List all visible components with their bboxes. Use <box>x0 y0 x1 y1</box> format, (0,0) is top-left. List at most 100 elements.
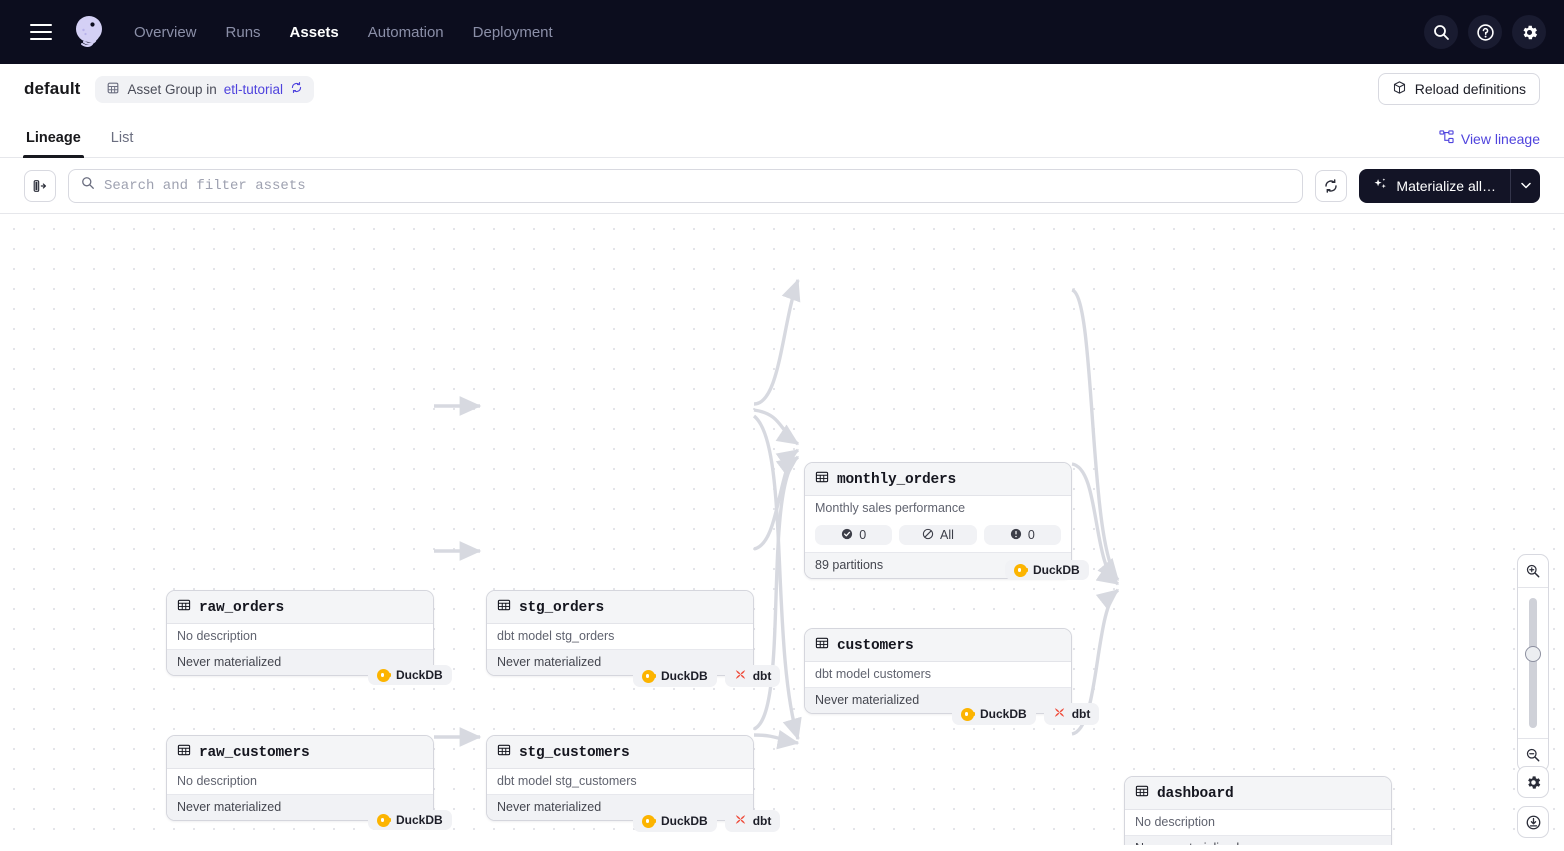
duckdb-icon <box>961 707 975 721</box>
partition-chip-materialized[interactable]: 0 <box>815 525 893 545</box>
dagster-logo[interactable] <box>70 13 108 51</box>
asset-node-customers[interactable]: customers dbt model customers Never mate… <box>804 628 1072 714</box>
tag-duckdb[interactable]: DuckDB <box>1005 560 1089 580</box>
tag-duckdb[interactable]: DuckDB <box>368 665 452 685</box>
lineage-graph-icon <box>1439 130 1454 147</box>
tag-duckdb[interactable]: DuckDB <box>952 703 1036 725</box>
asset-group-badge[interactable]: Asset Group in etl-tutorial <box>95 75 315 103</box>
tag-label: dbt <box>752 814 772 828</box>
refresh-icon[interactable] <box>290 81 303 97</box>
duckdb-icon <box>377 668 391 682</box>
tag-duckdb[interactable]: DuckDB <box>633 810 717 832</box>
table-icon <box>177 598 191 617</box>
materialize-all-button[interactable]: Materialize all… <box>1359 169 1510 203</box>
asset-node-header: monthly_orders <box>805 463 1071 496</box>
asset-node-stg-orders[interactable]: stg_orders dbt model stg_orders Never ma… <box>486 590 754 676</box>
asset-node-description: Monthly sales performance <box>805 496 1071 521</box>
nav-link-runs[interactable]: Runs <box>225 23 261 41</box>
graph-settings-button[interactable] <box>1517 766 1549 798</box>
table-icon <box>497 743 511 762</box>
partition-chip-missing[interactable]: All <box>899 525 977 545</box>
reload-definitions-label: Reload definitions <box>1414 81 1526 97</box>
tab-lineage[interactable]: Lineage <box>23 130 84 158</box>
tag-label: DuckDB <box>661 669 708 683</box>
dbt-icon <box>1053 706 1066 722</box>
nav-link-automation[interactable]: Automation <box>367 23 444 41</box>
table-icon <box>497 598 511 617</box>
nav-link-deployment[interactable]: Deployment <box>472 23 553 41</box>
duckdb-icon <box>1014 563 1028 577</box>
tag-label: DuckDB <box>661 814 708 828</box>
zoom-slider[interactable] <box>1518 588 1548 738</box>
asset-group-prefix: Asset Group in <box>127 81 217 97</box>
refresh-graph-button[interactable] <box>1315 169 1348 202</box>
settings-icon[interactable] <box>1512 15 1546 49</box>
asset-node-header: raw_orders <box>167 591 433 624</box>
nav-link-overview[interactable]: Overview <box>134 23 197 41</box>
asset-node-monthly-orders[interactable]: monthly_orders Monthly sales performance… <box>804 462 1072 579</box>
asset-tags-stg-customers: DuckDB dbt <box>633 810 781 832</box>
zoom-in-icon[interactable] <box>1518 555 1548 587</box>
view-lineage-link[interactable]: View lineage <box>1439 130 1540 147</box>
reload-definitions-button[interactable]: Reload definitions <box>1377 73 1540 105</box>
search-icon[interactable] <box>1424 15 1458 49</box>
asset-node-title: stg_customers <box>519 744 630 761</box>
hamburger-icon[interactable] <box>30 24 52 40</box>
partition-chip-failed[interactable]: 0 <box>983 525 1061 545</box>
missing-circle-icon <box>922 528 934 543</box>
zoom-out-icon[interactable] <box>1518 739 1548 771</box>
top-navigation-bar: Overview Runs Assets Automation Deployme… <box>0 0 1564 64</box>
partition-chip-label: 0 <box>1027 528 1035 542</box>
asset-node-raw-orders[interactable]: raw_orders No description Never material… <box>166 590 434 676</box>
tag-dbt[interactable]: dbt <box>724 810 781 832</box>
asset-node-header: raw_customers <box>167 736 433 769</box>
tag-dbt[interactable]: dbt <box>724 665 781 687</box>
asset-node-status: Never materialized <box>167 794 433 820</box>
tag-duckdb[interactable]: DuckDB <box>368 810 452 830</box>
tag-label: DuckDB <box>980 707 1027 721</box>
partition-chip-label: 0 <box>859 528 867 542</box>
asset-node-header: stg_customers <box>487 736 753 769</box>
zoom-slider-handle[interactable] <box>1525 646 1541 662</box>
materialize-all-group[interactable]: Materialize all… <box>1359 168 1540 203</box>
help-icon[interactable] <box>1468 15 1502 49</box>
asset-group-link[interactable]: etl-tutorial <box>223 81 284 97</box>
table-icon <box>815 636 829 655</box>
partition-chip-label: All <box>940 528 954 542</box>
asset-node-dashboard[interactable]: dashboard No description Never materiali… <box>1124 776 1392 845</box>
asset-tags-monthly-orders: DuckDB <box>1005 560 1089 580</box>
materialize-all-label: Materialize all… <box>1396 177 1496 194</box>
asset-node-raw-customers[interactable]: raw_customers No description Never mater… <box>166 735 434 821</box>
panel-toggle-icon[interactable] <box>24 169 56 202</box>
search-filter-box[interactable] <box>68 168 1304 203</box>
tag-duckdb[interactable]: DuckDB <box>633 665 717 687</box>
fit-to-screen-button[interactable] <box>1517 806 1549 838</box>
asset-node-description: dbt model stg_customers <box>487 769 753 794</box>
asset-node-title: raw_customers <box>199 744 310 761</box>
failed-circle-icon <box>1010 528 1022 543</box>
asset-node-stg-customers[interactable]: stg_customers dbt model stg_customers Ne… <box>486 735 754 821</box>
tab-list[interactable]: List <box>110 130 134 146</box>
zoom-controls[interactable] <box>1517 554 1549 772</box>
zoom-slider-rail <box>1529 598 1537 728</box>
tag-label: DuckDB <box>1033 563 1080 577</box>
table-icon <box>1135 784 1149 803</box>
asset-node-title: monthly_orders <box>837 471 957 488</box>
asset-node-description: dbt model stg_orders <box>487 624 753 649</box>
asset-node-title: customers <box>837 637 914 654</box>
nav-actions <box>1424 0 1546 64</box>
asset-node-title: dashboard <box>1157 785 1234 802</box>
vertical-scrollbar[interactable] <box>1557 214 1564 845</box>
tag-label: DuckDB <box>396 813 443 827</box>
cube-icon <box>1392 80 1407 98</box>
search-input[interactable] <box>104 177 1291 194</box>
dbt-icon <box>734 813 747 829</box>
partition-status-chips: 0 All 0 <box>805 521 1071 552</box>
materialize-dropdown-caret[interactable] <box>1510 168 1540 203</box>
divider <box>1518 587 1548 588</box>
asset-lineage-graph[interactable]: monthly_orders Monthly sales performance… <box>0 214 1564 845</box>
tag-label: dbt <box>752 669 772 683</box>
nav-link-assets[interactable]: Assets <box>289 23 339 41</box>
check-circle-icon <box>841 528 853 543</box>
tag-dbt[interactable]: dbt <box>1043 703 1100 725</box>
